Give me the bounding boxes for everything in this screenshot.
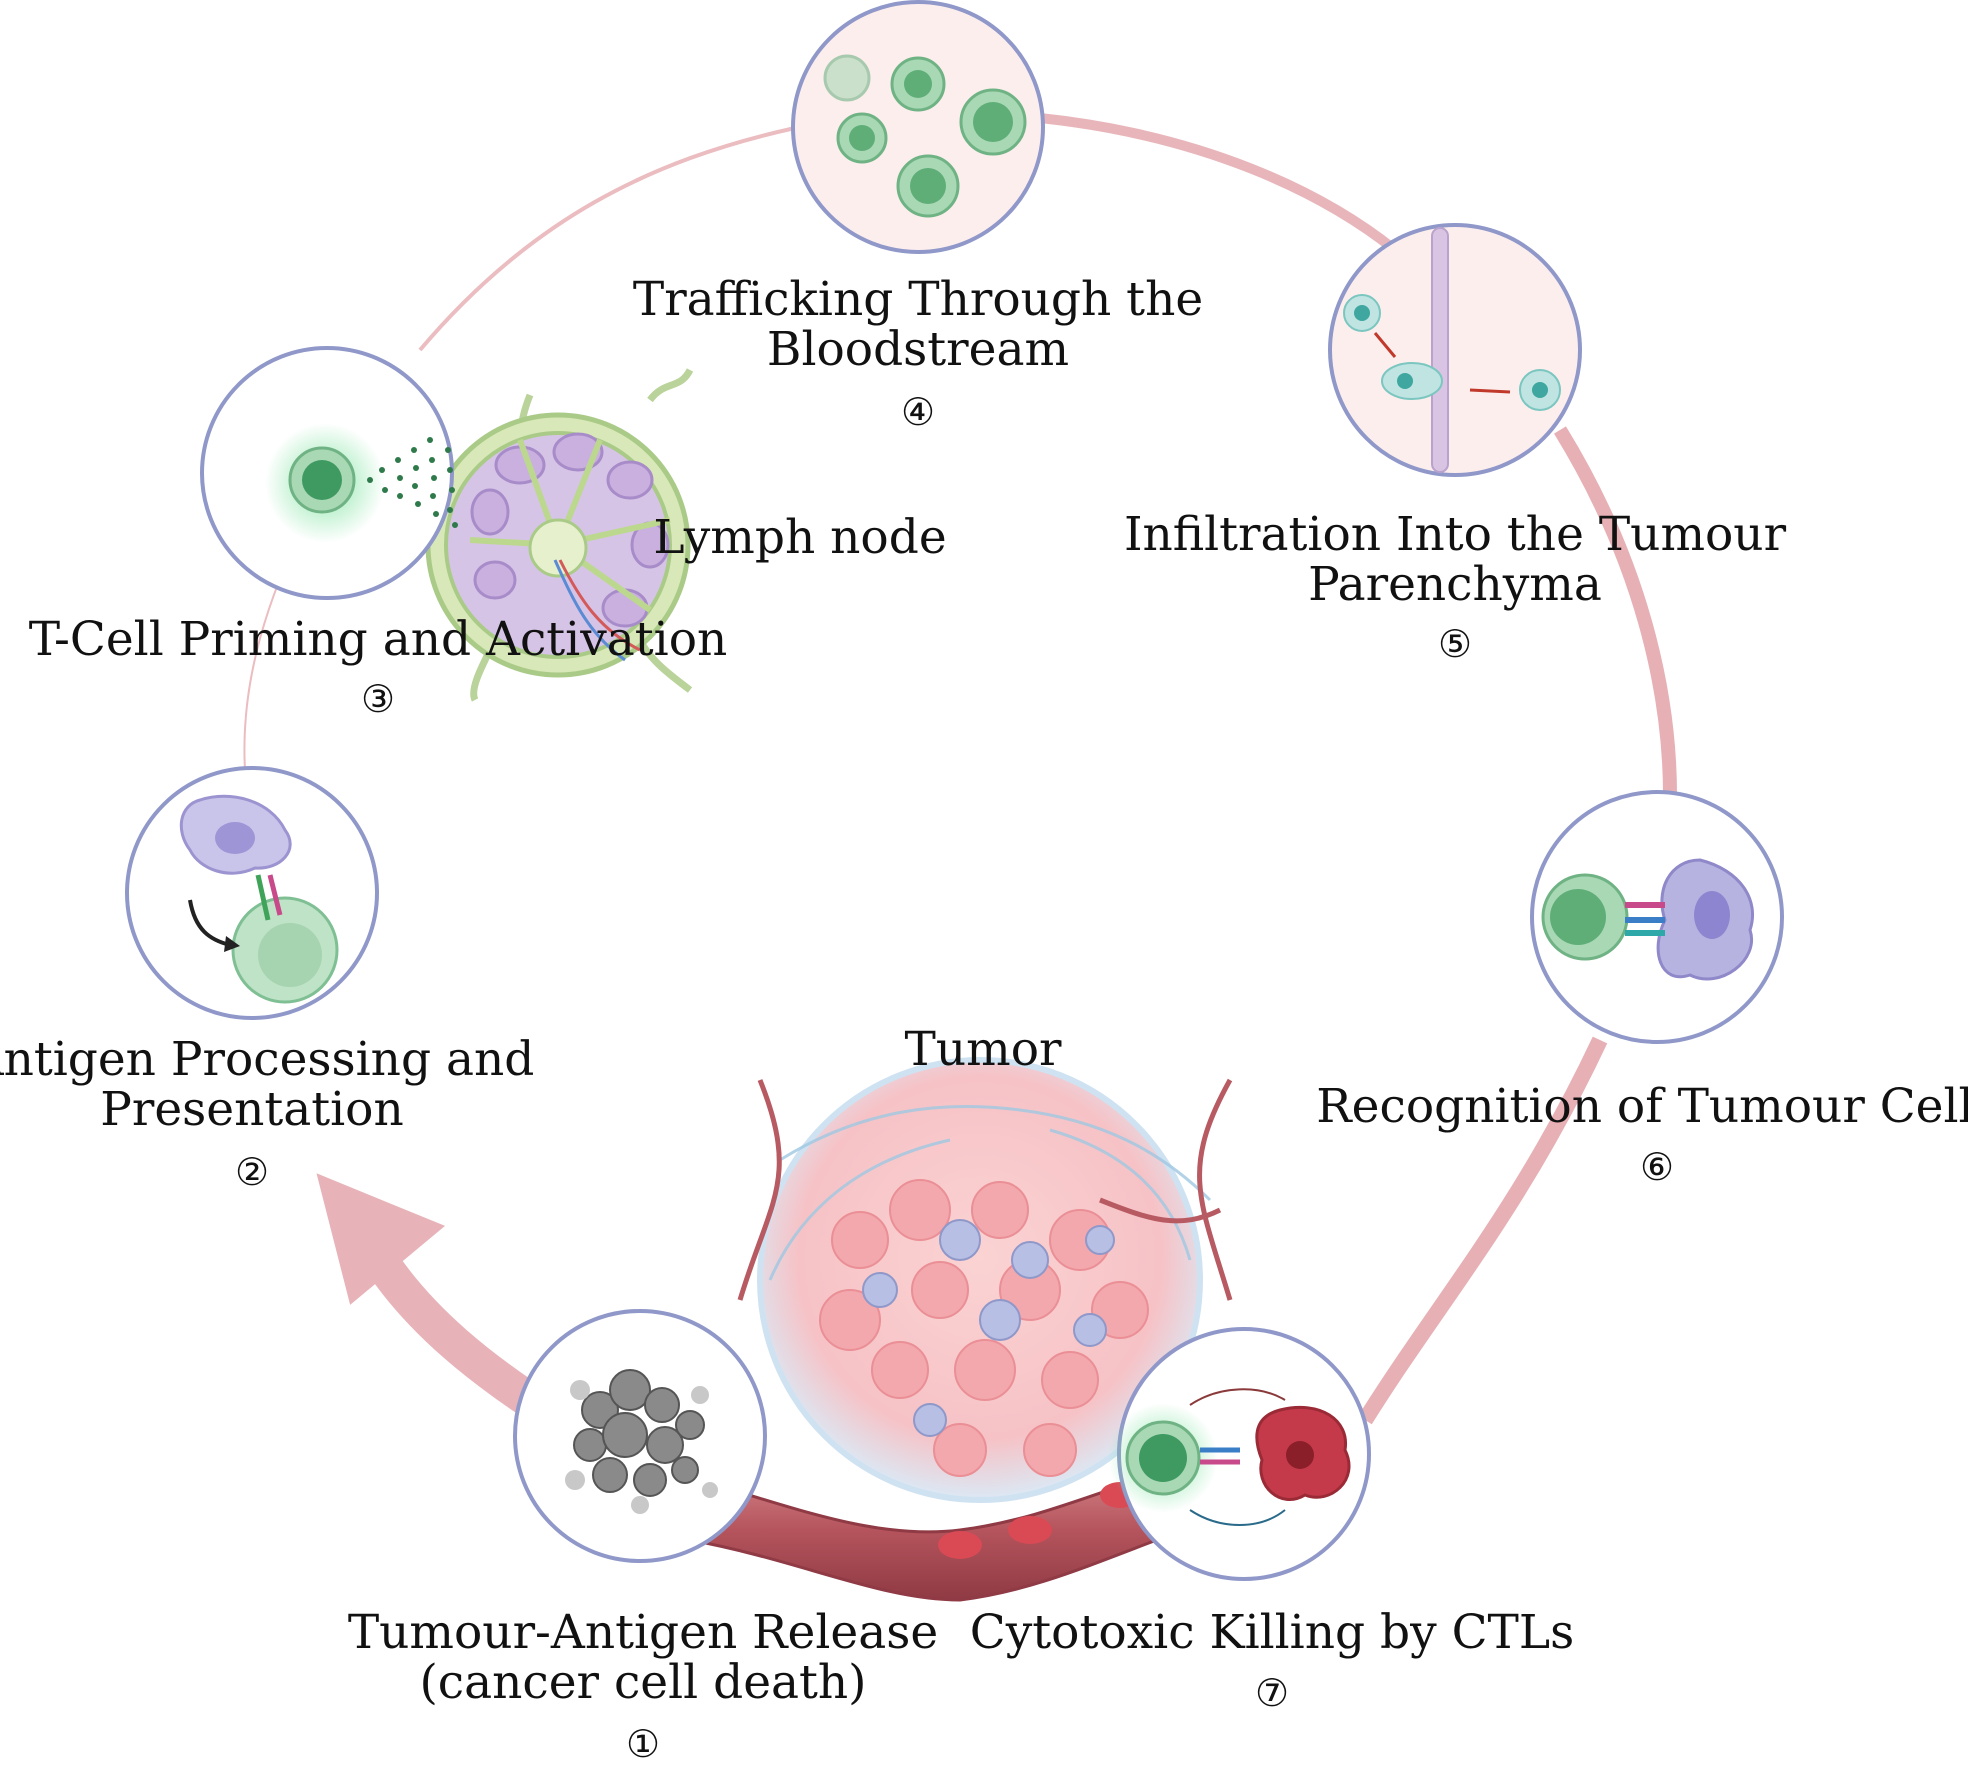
step-5-title-line-2: Parenchyma — [1308, 557, 1602, 612]
step-6-illustration — [1530, 790, 1784, 1044]
arrowhead-to-step-2 — [316, 1173, 446, 1305]
step-4-illustration — [791, 0, 1045, 254]
step-3-title: T-Cell Priming and Activation — [29, 612, 728, 667]
step-3-caption: T-Cell Priming and Activation ③ — [29, 612, 728, 721]
step-6-caption: Recognition of Tumour Cells ⑥ — [1316, 1079, 1968, 1189]
tumor-label: Tumor — [905, 1022, 1062, 1077]
step-2-title-line-2: Presentation — [100, 1082, 404, 1137]
step-5-number: ⑤ — [1438, 622, 1472, 666]
step-1-number: ① — [626, 1722, 660, 1766]
step-5-caption: Infiltration Into the Tumour Parenchyma … — [1124, 507, 1787, 666]
step-3-illustration — [200, 346, 458, 600]
step-2-number: ② — [235, 1150, 269, 1194]
step-5-title-line-1: Infiltration Into the Tumour — [1124, 507, 1787, 562]
step-1-caption: Tumour-Antigen Release (cancer cell deat… — [348, 1605, 938, 1766]
arc-3-to-4 — [418, 126, 796, 352]
step-4-caption: Trafficking Through the Bloodstream ④ — [633, 272, 1203, 434]
step-4-title-line-1: Trafficking Through the — [633, 272, 1203, 327]
step-1-title-line-1: Tumour-Antigen Release — [348, 1605, 938, 1660]
step-4-number: ④ — [901, 390, 935, 434]
lymph-node-illustration — [425, 368, 694, 702]
step-5-illustration — [1328, 223, 1582, 477]
step-2-caption: Antigen Processing and Presentation ② — [0, 1032, 534, 1194]
step-2-illustration — [125, 766, 379, 1020]
arc-4-to-5 — [1039, 113, 1399, 254]
step-2-title-line-1: Antigen Processing and — [0, 1032, 534, 1087]
step-7-number: ⑦ — [1255, 1671, 1289, 1715]
arc-6-to-7 — [1358, 1036, 1608, 1425]
lymph-node-label: Lymph node — [653, 510, 946, 565]
step-7-title: Cytotoxic Killing by CTLs — [970, 1605, 1574, 1660]
step-7-illustration — [1108, 1327, 1371, 1581]
tumor-illustration — [688, 1057, 1233, 1602]
step-4-title-line-2: Bloodstream — [767, 322, 1069, 377]
step-6-title: Recognition of Tumour Cells — [1316, 1079, 1968, 1134]
arc-5-to-6 — [1554, 426, 1677, 796]
step-3-number: ③ — [361, 677, 395, 721]
step-1-illustration — [513, 1309, 767, 1563]
step-1-title-line-2: (cancer cell death) — [419, 1655, 866, 1710]
step-6-number: ⑥ — [1640, 1145, 1674, 1189]
step-7-caption: Cytotoxic Killing by CTLs ⑦ — [970, 1605, 1574, 1715]
